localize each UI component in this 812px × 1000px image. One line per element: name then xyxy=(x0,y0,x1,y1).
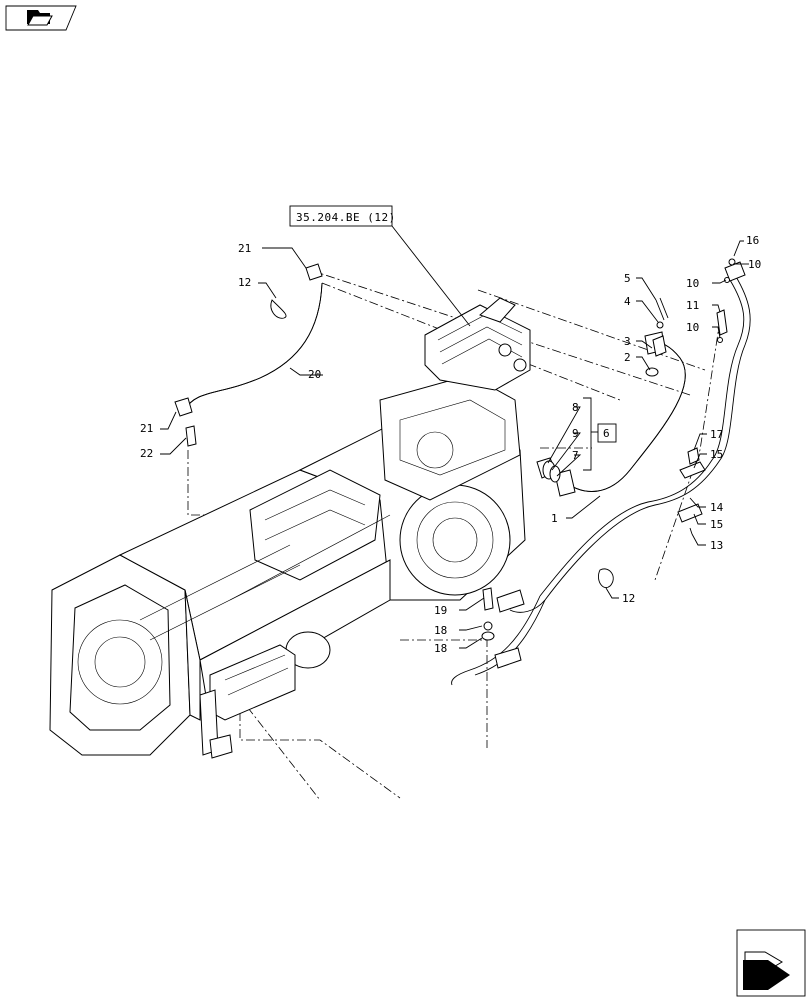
callout-3: 3 xyxy=(624,335,631,348)
brake-pipes xyxy=(451,261,751,686)
callout-13: 13 xyxy=(710,539,723,552)
part-13 xyxy=(689,527,693,535)
callout-9: 9 xyxy=(572,427,579,440)
callout-5: 5 xyxy=(624,272,631,285)
oring-12b xyxy=(598,568,614,588)
callout-21b: 21 xyxy=(140,422,153,435)
callout-18b: 18 xyxy=(434,642,447,655)
callout-20: 20 xyxy=(308,368,321,381)
callout-18a: 18 xyxy=(434,624,447,637)
callout-15a: 15 xyxy=(710,448,723,461)
callout-10b: 10 xyxy=(686,321,699,334)
callout-12a: 12 xyxy=(238,276,251,289)
small-parts xyxy=(270,258,736,641)
callout-19: 19 xyxy=(434,604,447,617)
callout-12b: 12 xyxy=(622,592,635,605)
callout-10c: 10 xyxy=(748,258,761,271)
callout-10a: 10 xyxy=(686,277,699,290)
part-17 xyxy=(687,447,700,465)
callout-6-group xyxy=(583,397,617,471)
callout-15b: 15 xyxy=(710,518,723,531)
transmission-housing xyxy=(49,374,526,756)
folder-nav-icon[interactable] xyxy=(5,5,77,31)
clip-15b xyxy=(677,503,703,523)
oring-7 xyxy=(549,465,561,483)
callout-2: 2 xyxy=(624,351,631,364)
leader-lines xyxy=(160,240,749,649)
callout-21a: 21 xyxy=(238,242,251,255)
control-valve-block xyxy=(424,297,531,391)
part-4 xyxy=(656,321,664,329)
callout-6: 6 xyxy=(603,427,610,440)
part-19 xyxy=(482,587,494,611)
oring-12a xyxy=(270,299,287,319)
clip-15a xyxy=(679,461,706,479)
hose-20 xyxy=(174,263,323,447)
washer-18a xyxy=(483,621,493,631)
callout-7: 7 xyxy=(572,449,579,462)
reference-label: 35.204.BE (12) xyxy=(296,211,396,224)
part-10a xyxy=(724,277,730,283)
callout-17: 17 xyxy=(710,428,723,441)
part-10b xyxy=(717,337,723,343)
front-valve-stack xyxy=(199,644,296,759)
callout-11: 11 xyxy=(686,299,699,312)
callout-8: 8 xyxy=(572,401,579,414)
part-16 xyxy=(728,258,736,266)
next-page-icon[interactable] xyxy=(736,929,806,997)
washer-2 xyxy=(645,367,659,377)
callout-1: 1 xyxy=(551,512,558,525)
part-5 xyxy=(655,299,665,321)
washer-18b xyxy=(481,631,495,641)
callout-numbers: 21 12 20 21 22 8 9 7 6 1 5 4 3 2 10 11 1… xyxy=(140,234,761,655)
callout-14: 14 xyxy=(710,501,724,514)
callout-22: 22 xyxy=(140,447,153,460)
callout-4: 4 xyxy=(624,295,631,308)
part-3 xyxy=(652,335,667,357)
reference-box[interactable]: 35.204.BE (12) xyxy=(289,205,471,327)
part-11 xyxy=(716,309,728,336)
callout-16: 16 xyxy=(746,234,759,247)
